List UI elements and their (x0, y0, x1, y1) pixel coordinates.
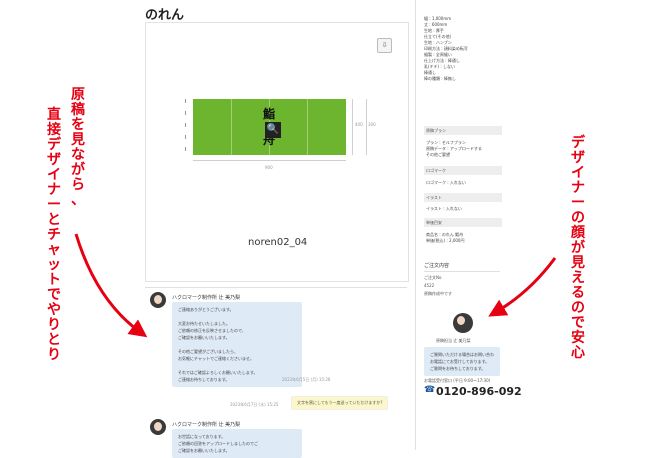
message-timestamp: 2023年6月5日 (月) 15:28 (282, 377, 331, 382)
page-title: のれん (145, 8, 185, 23)
message-line: ご連絡ありがとうございます。 (178, 307, 234, 312)
annotation-left-1: 原稿を見ながら、 (71, 87, 85, 208)
spec-row: 生地 : 厚手 (424, 28, 444, 33)
noren-text-1: 鮨 (263, 107, 276, 121)
spec-row: 幅 : 1,000mm (424, 16, 452, 21)
message-line: ご連絡お待ちしております。 (178, 377, 230, 382)
info-line: お電話にてお受けしております。 (430, 359, 490, 364)
chat-sender-name: ハクロマーク制作所 辻 美乃梨 (172, 422, 241, 428)
message-line: お気軽にチャットでご連絡くださいませ。 (178, 356, 254, 361)
designer-avatar (150, 419, 166, 435)
chat-divider (145, 287, 407, 288)
designer-message-bubble: ご連絡ありがとうございます。 大変お待たせいたしました。 ご依頼の修正を反映させ… (172, 302, 302, 387)
hanger-tick (185, 111, 186, 115)
designer-avatar-large (453, 313, 473, 333)
spec-logo-list: ロゴマーク : 入れない (426, 180, 466, 186)
spec-row: 生地 : ハンプン (424, 40, 452, 45)
designer-name: 原稿担当 辻 美乃梨 (436, 338, 471, 343)
left-arrow (74, 233, 148, 338)
spec-illust-list: イラスト : 入れない (426, 206, 462, 212)
user-message-timestamp: 2023年6月7日 (水) 15:25 (230, 402, 279, 407)
height-dimension-label: 400 (355, 122, 363, 127)
column-divider (415, 0, 416, 450)
hanger-tick (185, 123, 186, 127)
spec-price-list: 商品名 : のれん 鮨舟 単価(税込) : 2,000円 (426, 232, 464, 244)
width-dimension-label: 900 (265, 165, 273, 170)
spec-row: その他ご要望 (426, 152, 450, 157)
hanger-tick (185, 147, 186, 151)
info-line: ご質問いただける場合はお問い合わせ (430, 352, 494, 357)
spec-row: 棒の種類 : 棒無し (424, 76, 456, 81)
spec-row: ロゴマーク : 入れない (426, 180, 466, 185)
height-dimension-line (352, 99, 353, 155)
spec-row: イラスト : 入れない (426, 206, 462, 211)
zoom-magnifier-icon[interactable]: 🔍 (265, 122, 281, 138)
order-no-label: ご注文No (424, 275, 442, 280)
right-arrow (488, 257, 557, 317)
height-dimension-label-2: 300 (368, 122, 376, 127)
fabric-split-line (307, 99, 308, 155)
phone-icon: ☎ (424, 385, 436, 395)
spec-row: 乳(チチ) : しない (424, 64, 456, 69)
width-dimension-line (193, 160, 346, 161)
spec-row: 原稿データ : アップロードする (426, 146, 482, 151)
message-line: ご依頼の修正を反映させましたので、 (178, 328, 246, 333)
message-line: ご依頼の回答をアップロードしましたのでご (178, 441, 258, 446)
spec-plan-list: プラン : セルフプラン 原稿データ : アップロードする その他ご要望 (426, 140, 482, 158)
annotation-left-2: 直接デザイナーとチャットでやりとり (47, 107, 61, 363)
order-no: 4522 (424, 283, 435, 288)
spec-section-logo: ロゴマーク (424, 166, 502, 175)
message-line: その他ご要望がございましたら、 (178, 349, 238, 354)
user-message-bubble: 文字を黒にしてもう一度送っていただけますか? (291, 396, 389, 410)
spec-section-price: 単価目安 (424, 218, 502, 227)
designer-info-box: ご質問いただける場合はお問い合わせ お電話にてお受けしております。 ご質問をお待… (424, 347, 500, 376)
designer-avatar (150, 292, 166, 308)
spec-row: 丈 : 600mm (424, 22, 448, 27)
order-divider (424, 271, 500, 272)
order-title: ご注文内容 (424, 263, 450, 269)
spec-section-plan: 原稿プラン (424, 126, 502, 135)
chat-sender-name: ハクロマーク制作所 辻 美乃梨 (172, 295, 241, 301)
spec-row: 仕上げ方法 : 棒通し (424, 58, 460, 63)
hanger-tick (185, 99, 186, 103)
product-name: noren02_04 (248, 237, 308, 248)
hanger-tick (185, 135, 186, 139)
spec-row: 印刷方法 : 顔料染め転写 (424, 46, 468, 51)
spec-row: プラン : セルフプラン (426, 140, 466, 145)
spec-list: 幅 : 1,000mm 丈 : 600mm 生地 : 厚手 仕立て(その他) 生… (424, 16, 502, 106)
info-line: ご質問をお待ちしております。 (430, 366, 486, 371)
spec-row: 商品名 : のれん 鮨舟 (426, 232, 464, 237)
contact-label: お電話受付窓口 (平日 9:00〜17:30) (424, 378, 491, 383)
spec-row: 単価(税込) : 2,000円 (426, 238, 465, 243)
download-icon[interactable]: ⇩ (377, 38, 392, 53)
message-line: 大変お待たせいたしました。 (178, 321, 230, 326)
order-status: 原稿作成中です (424, 291, 452, 296)
message-line: ご確認をお願いいたします。 (178, 335, 230, 340)
spec-row: 棒通し (424, 70, 436, 75)
spec-row: 縫製 : 全周縫い (424, 52, 452, 57)
fabric-split-line (231, 99, 232, 155)
spec-section-illust: イラスト (424, 193, 502, 202)
spec-row: 仕立て(その他) (424, 34, 452, 39)
annotation-right: デザイナーの顔が見えるので安心 (571, 135, 585, 361)
message-line: お世話になっております。 (178, 434, 226, 439)
message-line: それではご確認よろしくお願いいたします。 (178, 370, 258, 375)
height-dimension-line-2 (366, 99, 367, 155)
phone-number[interactable]: 0120-896-092 (436, 385, 522, 398)
